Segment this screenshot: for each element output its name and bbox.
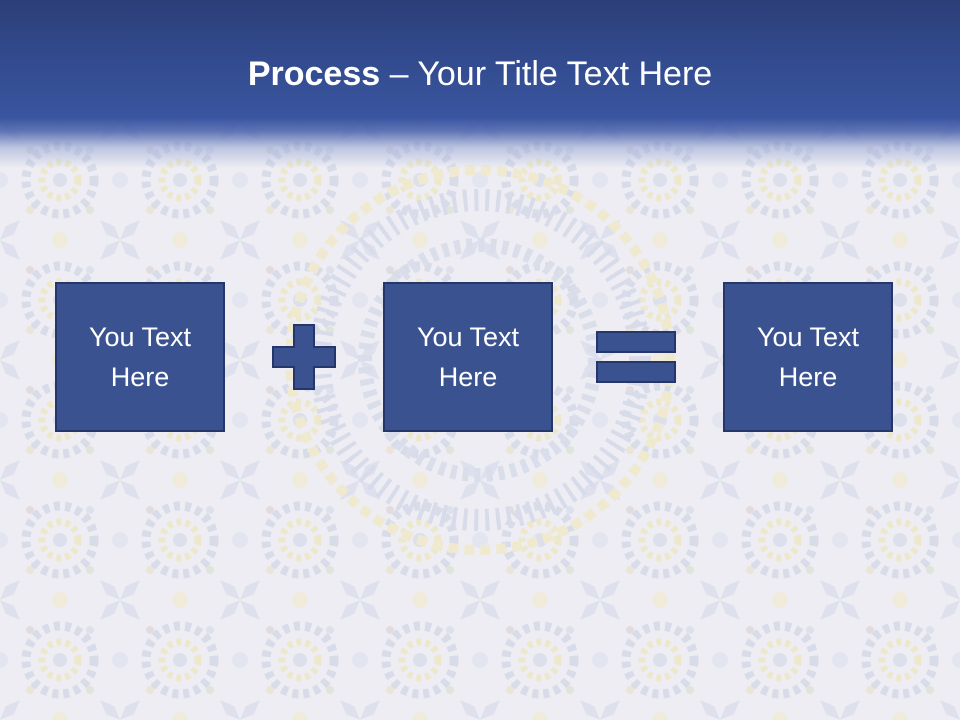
title-bar bbox=[0, 0, 960, 168]
plus-icon bbox=[272, 324, 336, 390]
process-box-1-label: You Text Here bbox=[88, 322, 192, 392]
title-rest-text: – Your Title Text Here bbox=[380, 55, 713, 93]
process-box-3[interactable]: You Text Here bbox=[723, 282, 893, 432]
process-box-2-label: You Text Here bbox=[416, 322, 520, 392]
process-box-2[interactable]: You Text Here bbox=[383, 282, 553, 432]
slide-title[interactable]: Process – Your Title Text Here bbox=[0, 52, 960, 96]
process-box-3-label: You Text Here bbox=[756, 322, 860, 392]
title-bold-text: Process bbox=[247, 55, 381, 93]
equals-icon bbox=[596, 331, 676, 383]
process-box-1[interactable]: You Text Here bbox=[55, 282, 225, 432]
